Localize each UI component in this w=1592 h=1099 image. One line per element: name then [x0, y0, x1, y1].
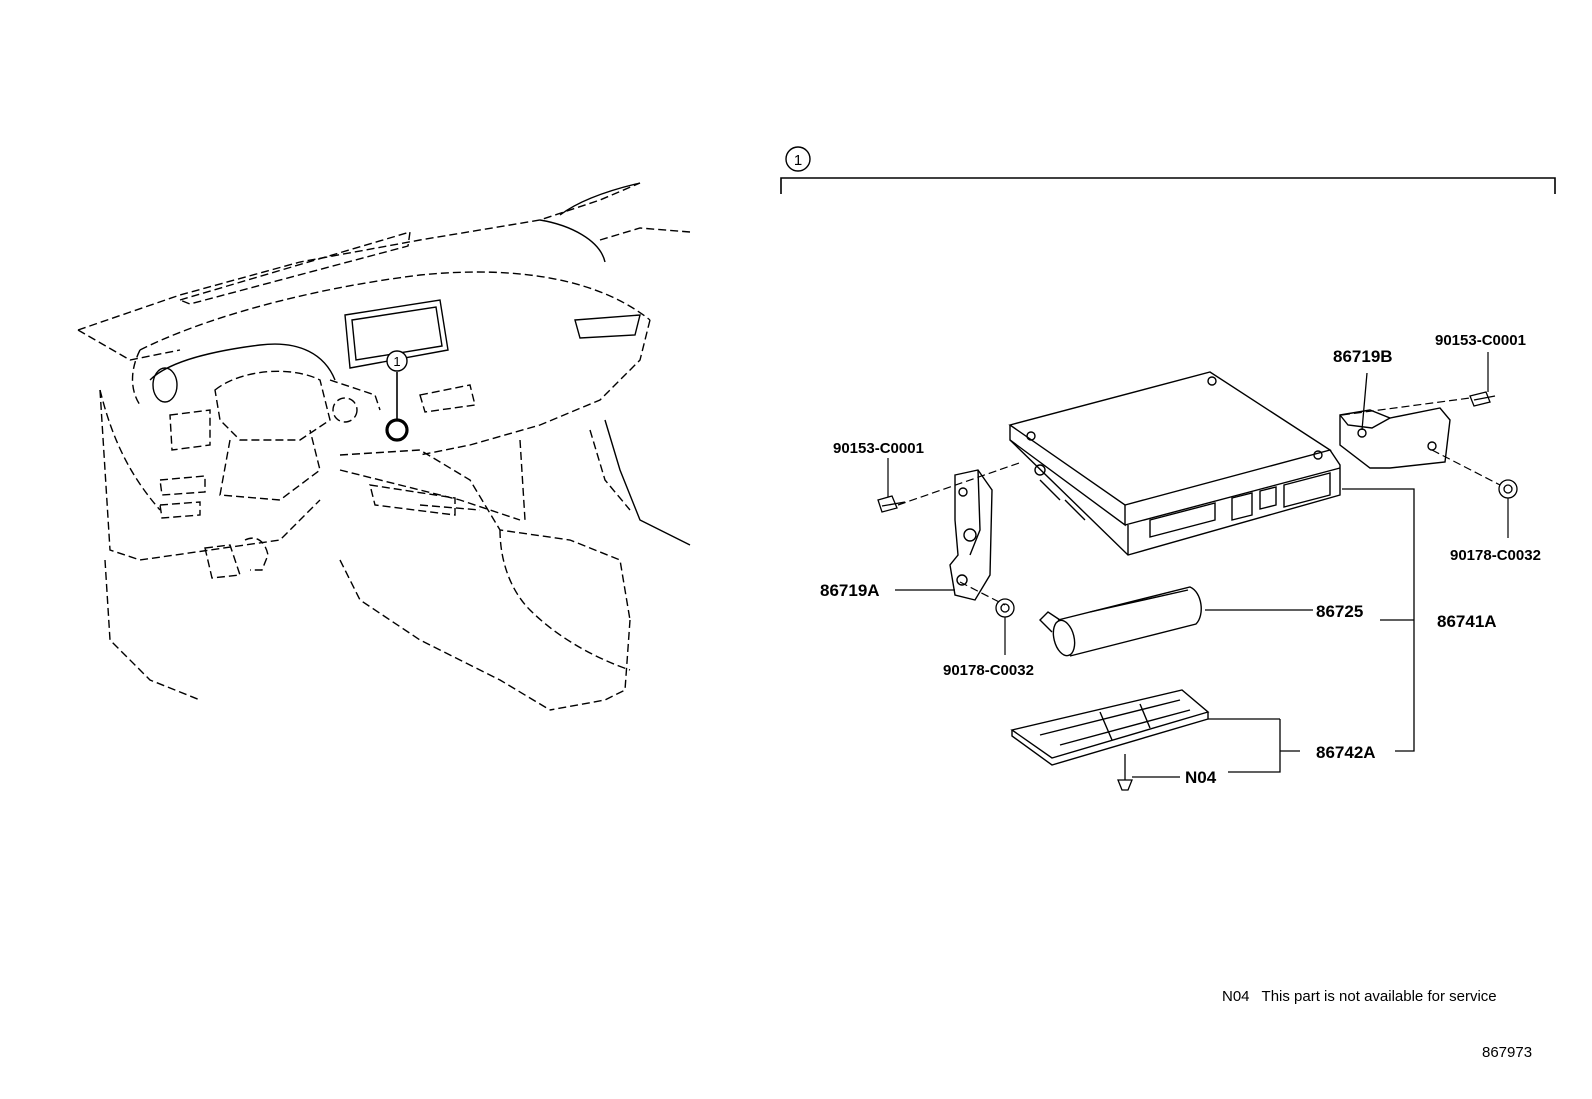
service-note-code: N04	[1222, 988, 1250, 1005]
group-bracket: 1	[780, 146, 1556, 194]
bolt-90153-right	[1469, 352, 1496, 407]
screw-n04	[1117, 754, 1180, 791]
service-note-text: This part is not available for service	[1261, 988, 1497, 1005]
cylinder-86725	[1039, 586, 1313, 657]
label-86719a: 86719A	[820, 581, 880, 600]
bolt-90153-left	[877, 458, 906, 513]
ecu-unit	[1008, 371, 1341, 556]
bracket-86719b	[1339, 407, 1451, 469]
callout-number-right: 1	[794, 152, 802, 169]
label-86725: 86725	[1316, 602, 1363, 621]
nut-90178-left	[995, 598, 1015, 655]
bracket-86719a	[949, 469, 993, 601]
assembly-lines	[897, 397, 1501, 606]
dashboard-illustration	[77, 182, 691, 711]
label-90153-c0001-left: 90153-C0001	[833, 440, 924, 457]
diagram-reference-number: 867973	[1482, 1044, 1533, 1061]
label-86719b: 86719B	[1333, 347, 1393, 366]
label-86741a: 86741A	[1437, 612, 1497, 631]
callout-marker-left: 1	[386, 350, 408, 372]
plate-86742a	[1010, 689, 1280, 766]
label-90153-c0001-right: 90153-C0001	[1435, 332, 1526, 349]
nut-90178-right	[1498, 479, 1518, 538]
leader-lines	[895, 372, 1415, 773]
part-labels: 86719B 90153-C0001 90153-C0001 90178-C00…	[820, 332, 1541, 787]
label-n04: N04	[1185, 768, 1217, 787]
callout-number-left: 1	[393, 354, 400, 369]
label-90178-c0032-left: 90178-C0032	[943, 662, 1034, 679]
label-86742a: 86742A	[1316, 743, 1376, 762]
service-note: N04 This part is not available for servic…	[1222, 988, 1497, 1005]
label-90178-c0032-right: 90178-C0032	[1450, 547, 1541, 564]
